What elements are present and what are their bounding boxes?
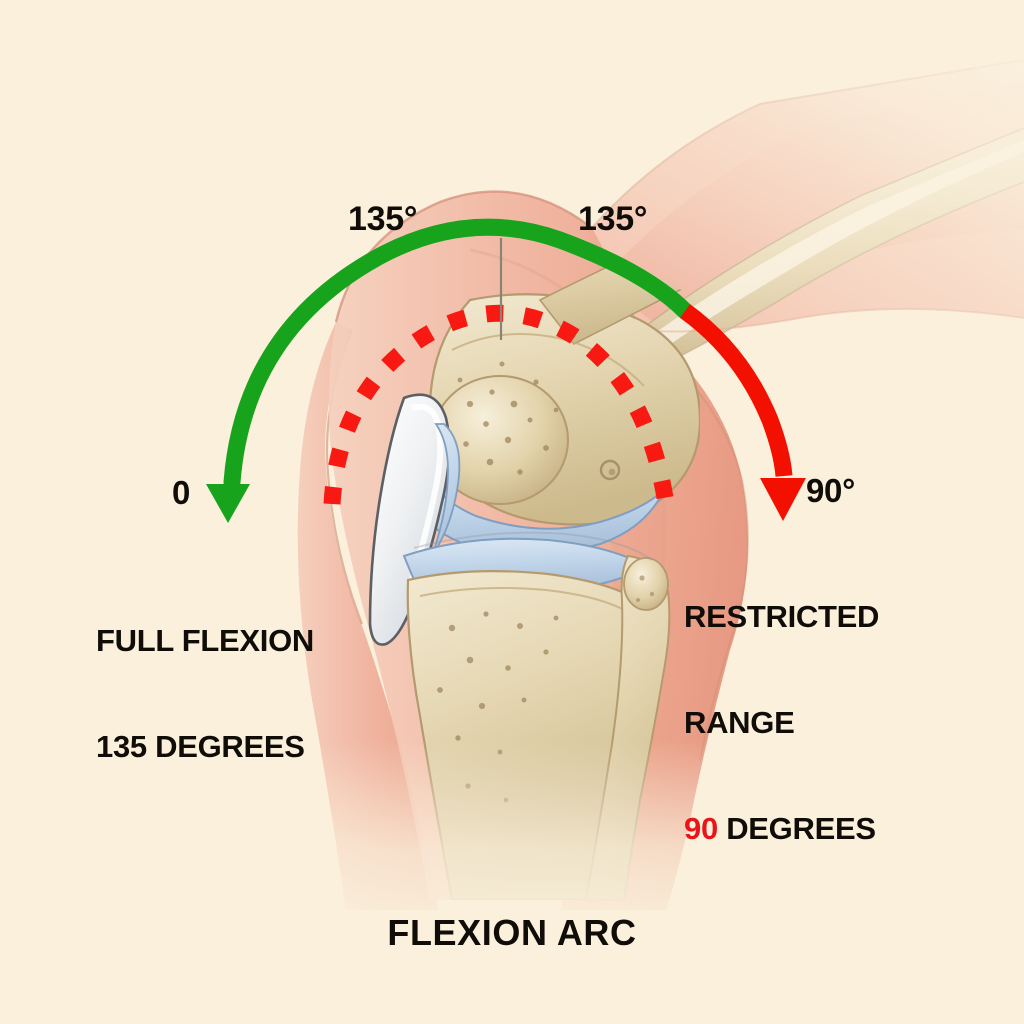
inner-dotted-arc — [323, 304, 675, 506]
full-flexion-arc — [223, 218, 694, 491]
figure-caption: FLEXION ARC — [387, 912, 637, 953]
full-flexion-line2: 135 DEGREES — [96, 728, 305, 764]
restricted-range-arc — [679, 304, 793, 477]
restricted-unit: DEGREES — [726, 810, 876, 846]
full-flexion-line1: FULL FLEXION — [96, 622, 314, 658]
restricted-line3: 90 DEGREES — [684, 811, 879, 846]
full-flexion-annotation: FULL FLEXION 135 DEGREES — [96, 552, 314, 835]
zero-degree-marker: 0 — [172, 474, 191, 511]
arc-label-left-135: 135° — [348, 200, 418, 238]
restricted-line1: RESTRICTED — [684, 598, 880, 634]
restricted-range-annotation: RESTRICTED RANGE 90 DEGREES — [684, 528, 879, 917]
ninety-degree-marker: 90° — [806, 472, 856, 509]
restricted-value: 90 — [684, 810, 718, 846]
arc-label-right-135: 135° — [578, 200, 648, 238]
full-flexion-arrowhead — [206, 484, 250, 523]
femur — [428, 150, 700, 526]
restricted-line2: RANGE — [684, 704, 795, 740]
restricted-range-arrowhead — [760, 478, 806, 521]
